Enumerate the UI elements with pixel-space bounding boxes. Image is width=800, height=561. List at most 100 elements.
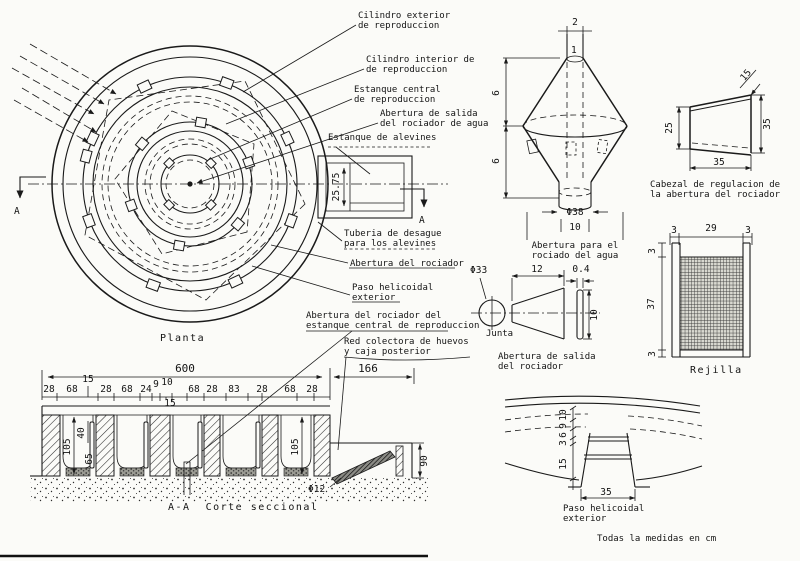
units-note: Todas la medidas en cm — [597, 534, 716, 544]
alevines-depth-dim: 25.75 — [331, 173, 342, 202]
dim-3: 3 — [647, 351, 658, 357]
cone-caption: rociado del agua — [532, 251, 619, 261]
paso-helicoidal-detail: 10 9 6 3 15 35 Paso helicoidal exterior — [504, 395, 703, 524]
callout-abertura-salida-agua: Abertura de salida del rociador de agua — [196, 109, 488, 184]
dim-25: 25 — [664, 122, 675, 133]
dim-3: 3 — [558, 440, 569, 446]
callout-estanque-alevines: Estanque de alevines — [328, 133, 436, 175]
callout-text: de reproduccion — [366, 65, 447, 75]
ground-stipple — [30, 476, 430, 502]
dim-10: 10 — [569, 222, 581, 233]
dim: 83 — [228, 384, 239, 395]
dim-105-left: 105 — [62, 438, 73, 455]
dim-15: 15 — [558, 458, 569, 469]
dim-600: 600 — [175, 362, 195, 375]
dim-6b: 6 — [491, 158, 502, 164]
ring-gates — [79, 76, 298, 292]
dim: 15 — [82, 374, 93, 385]
dim-2: 2 — [572, 17, 578, 28]
dim: 28 — [206, 384, 218, 395]
dim: 28 — [100, 384, 112, 395]
helical-channel-inner — [114, 110, 255, 255]
mesh-panel — [679, 256, 744, 351]
callout-text: y caja posterior — [344, 347, 431, 357]
rociador-cone-detail: 2 1 6 6 Φ38 10 Abertura para el rociado … — [491, 17, 628, 261]
dim-phi33: Φ33 — [470, 265, 487, 276]
cabezal-detail: 15 25 35 35 Cabezal de regulacion de la … — [650, 67, 781, 200]
plan-callouts: Cilindro exterior de reproduccion Cilind… — [185, 11, 488, 465]
dim: 24 — [140, 384, 152, 395]
salida-caption: del rociador — [498, 362, 564, 372]
cabezal-caption: la abertura del rociador — [650, 190, 781, 200]
callout-text: Cilindro interior de — [366, 55, 474, 65]
dim-10: 10 — [558, 409, 569, 421]
callout-text: Red colectora de huevos — [344, 337, 469, 347]
callout-abertura-rociador: Abertura del rociador — [270, 244, 464, 269]
dim-166: 166 — [358, 362, 378, 375]
dim: 68 — [121, 384, 133, 395]
cabezal-caption: Cabezal de regulacion de — [650, 180, 780, 190]
callout-cilindro-exterior: Cilindro exterior de reproduccion — [242, 11, 451, 93]
rejilla-frame — [671, 242, 751, 358]
callout-red-colectora: Red colectora de huevos y caja posterior — [337, 337, 471, 451]
alevines-tank: 25.75 — [317, 155, 413, 219]
callout-estanque-central: Estanque central de reproduccion — [207, 85, 441, 161]
section-marker-left: A — [14, 176, 46, 217]
callout-paso-helicoidal: Paso helicoidal exterior — [251, 265, 433, 303]
section-letter: A — [419, 215, 425, 226]
section-marker-right: A — [400, 188, 428, 226]
dim-phi38: Φ38 — [566, 207, 583, 218]
dim-phi12: Φ12 — [308, 484, 325, 495]
plan-view: 25.75 A A Planta — [11, 43, 448, 344]
callout-text: Estanque de alevines — [328, 133, 436, 143]
callout-text: Paso helicoidal — [352, 283, 433, 293]
dim-row-ticks — [56, 386, 315, 401]
callout-text: Cilindro exterior — [358, 11, 451, 21]
dim-6: 6 — [558, 432, 569, 438]
junta-label: Junta — [486, 329, 513, 339]
dim-9: 9 — [558, 423, 569, 429]
dim-12: 12 — [531, 264, 542, 275]
dim-35-right: 35 — [762, 118, 773, 129]
section-caption: A-A Corte seccional — [168, 502, 318, 513]
dim-105-right: 105 — [290, 438, 301, 455]
sprinkler-slots — [526, 138, 609, 156]
central-drain — [183, 461, 191, 495]
dim-29: 29 — [705, 223, 717, 234]
dim-6a: 6 — [491, 90, 502, 96]
callout-text: Estanque central — [354, 85, 441, 95]
dim-15: 15 — [738, 67, 754, 83]
callout-text: Abertura del rociador — [350, 259, 464, 269]
dim-37: 37 — [646, 298, 657, 309]
dim-10: 10 — [589, 309, 600, 321]
dim-row-values: 28 68 15 28 68 24 9 10 15 68 28 83 28 68… — [43, 374, 318, 409]
dim-3: 3 — [745, 225, 751, 236]
dim: 68 — [284, 384, 296, 395]
dim-3: 3 — [671, 225, 677, 236]
dim-04: 0.4 — [572, 264, 589, 275]
paso-dim-ticks — [569, 405, 577, 482]
paso-caption: exterior — [563, 514, 607, 524]
dim-35-bottom: 35 — [713, 157, 724, 168]
cone-caption: Abertura para el — [532, 241, 619, 251]
dim-65: 65 — [84, 453, 95, 464]
egg-collector-net — [331, 450, 396, 485]
dim-90: 90 — [419, 455, 430, 467]
callout-text: para los alevines — [344, 239, 436, 249]
gate-slats — [89, 421, 261, 469]
cross-section: 600 166 28 68 15 28 68 24 9 10 15 68 28 … — [30, 362, 430, 513]
section-letter: A — [14, 206, 20, 217]
dim-3: 3 — [647, 248, 658, 254]
dim: 9 — [153, 379, 159, 390]
outflow-box: 90 Φ12 — [308, 442, 430, 495]
rejilla-caption: Rejilla — [690, 365, 743, 376]
callout-text: Tuberia de desague — [344, 229, 442, 239]
dim: 28 — [306, 384, 318, 395]
funnel — [511, 287, 565, 340]
callout-text: de reproduccion — [354, 95, 435, 105]
water-inlet-arrows — [11, 43, 117, 143]
callout-text: exterior — [352, 293, 396, 303]
paso-caption: Paso helicoidal — [563, 504, 644, 514]
